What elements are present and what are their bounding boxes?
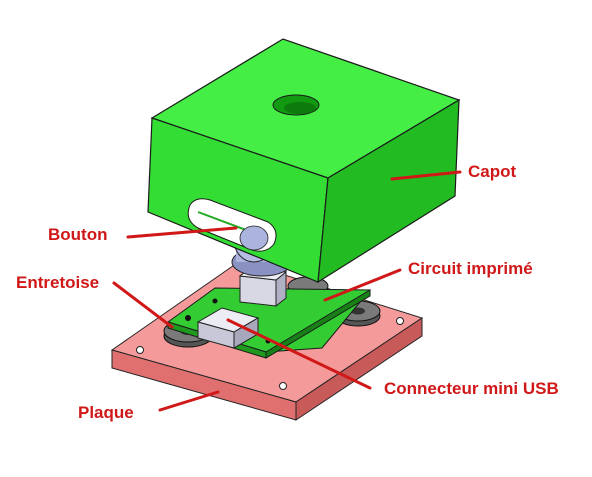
bouton-leader: [126, 226, 238, 239]
leader-lines: [112, 170, 462, 412]
connecteur-leader: [226, 318, 372, 390]
plaque-leader: [158, 390, 220, 412]
capot-leader: [390, 170, 462, 181]
label-plaque: Plaque: [78, 403, 134, 422]
entretoise-leader: [112, 281, 174, 329]
circuit-leader: [323, 268, 402, 302]
label-entretoise: Entretoise: [16, 273, 100, 292]
label-capot: Capot: [468, 162, 517, 181]
label-bouton: Bouton: [48, 225, 108, 244]
label-circuit: Circuit imprimé: [408, 259, 533, 278]
capot-part: [147, 38, 461, 284]
label-connecteur: Connecteur mini USB: [384, 379, 559, 398]
